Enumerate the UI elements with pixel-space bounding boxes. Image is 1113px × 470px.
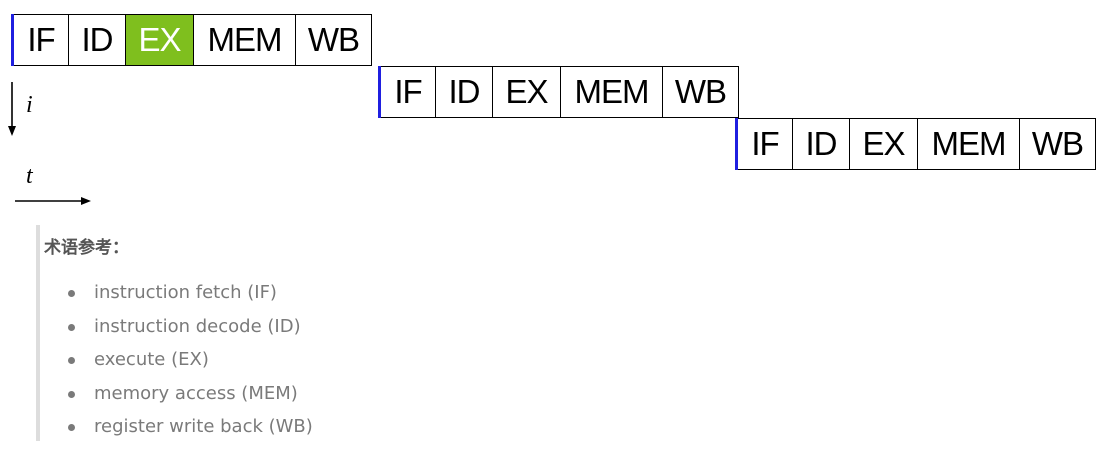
- list-item: memory access (MEM): [68, 382, 313, 416]
- stage-id: ID: [792, 119, 849, 169]
- pipeline-row-3: IF ID EX MEM WB: [735, 118, 1096, 170]
- stage-id: ID: [435, 67, 492, 117]
- term-text: memory access (MEM): [94, 382, 298, 404]
- stage-wb: WB: [295, 15, 372, 65]
- stage-ex: EX: [492, 67, 560, 117]
- time-axis-arrow-icon: [15, 197, 91, 205]
- term-text: instruction fetch (IF): [94, 282, 277, 303]
- list-item: execute (EX): [68, 348, 313, 382]
- bullet-icon: [68, 323, 75, 331]
- stage-mem: MEM: [560, 67, 662, 117]
- stage-mem: MEM: [193, 15, 295, 65]
- instruction-axis-arrow-icon: [8, 82, 16, 136]
- list-item: instruction decode (ID): [68, 315, 313, 349]
- bullet-icon: [68, 424, 75, 431]
- stage-wb: WB: [662, 67, 739, 117]
- terms-title: 术语参考：: [44, 238, 129, 258]
- list-item: register write back (WB): [68, 415, 313, 449]
- stage-ex: EX: [849, 119, 917, 169]
- stage-if: IF: [13, 15, 68, 65]
- term-text: instruction decode (ID): [94, 315, 301, 337]
- stage-mem: MEM: [917, 119, 1019, 169]
- axis-i-label: i: [26, 92, 33, 118]
- bullet-icon: [68, 357, 75, 364]
- term-text: execute (EX): [94, 349, 209, 370]
- list-item: instruction fetch (IF): [68, 281, 313, 315]
- term-text: register write back (WB): [94, 416, 313, 437]
- axis-t-label: t: [26, 163, 33, 189]
- stage-wb: WB: [1019, 119, 1096, 169]
- bullet-icon: [68, 290, 75, 297]
- stage-ex-highlighted: EX: [125, 15, 193, 65]
- pipeline-row-2: IF ID EX MEM WB: [378, 66, 739, 118]
- pipeline-row-1: IF ID EX MEM WB: [11, 14, 372, 66]
- terms-list: instruction fetch (IF) instruction decod…: [68, 281, 313, 449]
- bullet-icon: [68, 390, 75, 398]
- stage-if: IF: [737, 119, 792, 169]
- stage-if: IF: [380, 67, 435, 117]
- terms-reference-block: 术语参考： instruction fetch (IF) instruction…: [36, 225, 636, 441]
- stage-id: ID: [68, 15, 125, 65]
